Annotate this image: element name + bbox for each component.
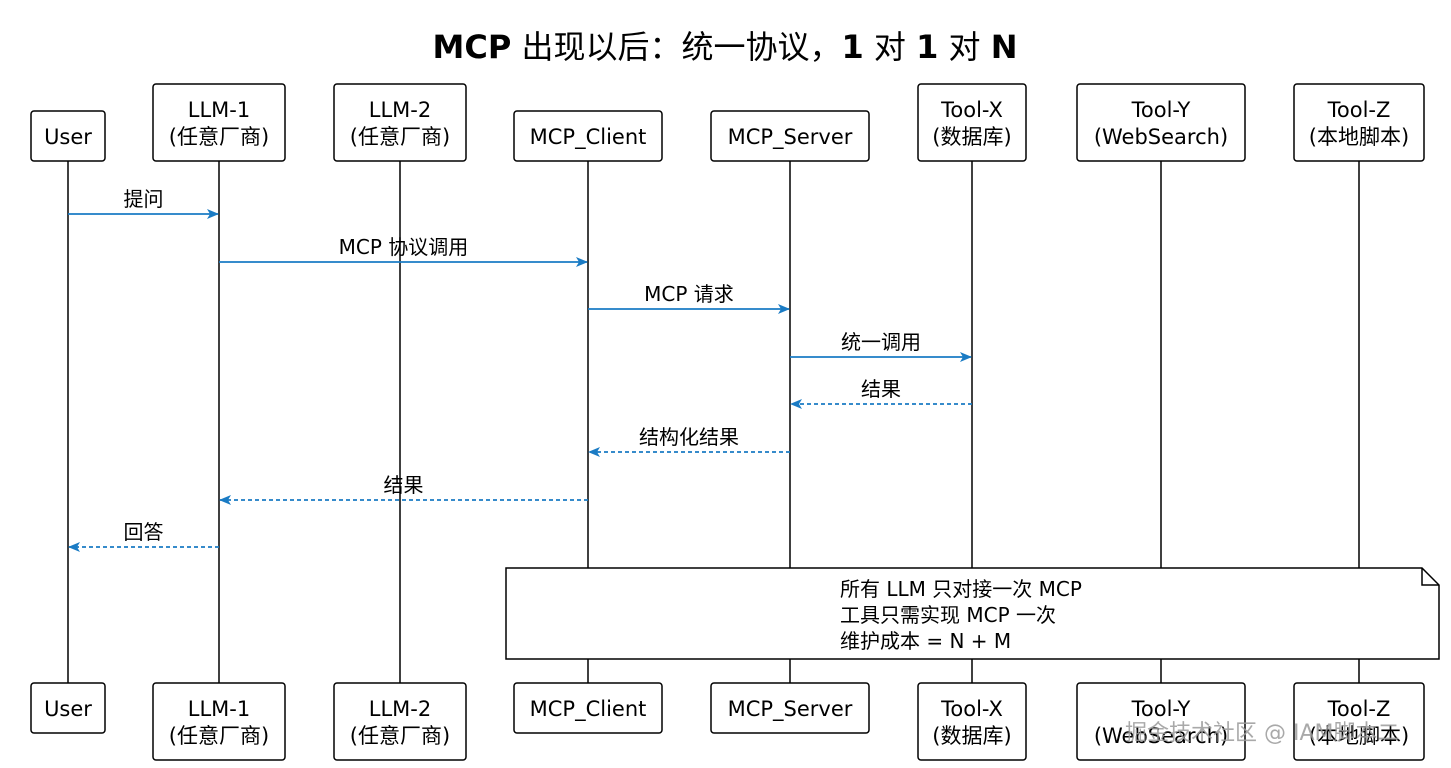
participant-tooly-bottom: Tool-Y (WebSearch) xyxy=(1076,682,1246,761)
message-4: 统一调用 xyxy=(790,330,972,362)
participant-toolz-top: Tool-Z (本地脚本) xyxy=(1293,83,1425,162)
participant-box xyxy=(30,110,106,162)
participant-label: (任意厂商) xyxy=(350,125,450,149)
note-box xyxy=(505,567,1440,660)
message-label: MCP 请求 xyxy=(644,282,734,306)
participant-label: Tool-X xyxy=(940,98,1003,122)
participant-box xyxy=(152,682,286,761)
watermark: 掘金技术社区 @ IAM脚本二 xyxy=(1125,721,1400,746)
message-label: 结果 xyxy=(384,473,424,497)
message-label: 提问 xyxy=(124,187,164,211)
participant-footer-row: User LLM-1 (任意厂商) LLM-2 (任意厂商) MCP_Client MCP_… xyxy=(30,682,1425,761)
title-segment: 1 xyxy=(841,28,863,66)
participant-label: MCP_Server xyxy=(728,697,853,722)
participant-llm2-top: LLM-2 (任意厂商) xyxy=(333,83,467,162)
note: 所有 LLM 只对接一次 MCP 工具只需实现 MCP 一次 维护成本 = N … xyxy=(505,567,1440,660)
participant-label: (数据库) xyxy=(932,125,1011,149)
participant-label: LLM-2 xyxy=(369,98,431,122)
message-label: 结果 xyxy=(861,377,901,401)
participant-label: LLM-1 xyxy=(188,697,250,721)
participant-label: (任意厂商) xyxy=(169,724,269,748)
title-segment: 1 xyxy=(916,28,938,66)
message-2: MCP 协议调用 xyxy=(219,235,588,267)
title-segment: 对 xyxy=(864,28,916,66)
message-6: 结构化结果 xyxy=(588,425,790,457)
participant-label: (WebSearch) xyxy=(1094,724,1228,748)
participant-label: Tool-Z xyxy=(1327,697,1391,721)
participant-label: LLM-2 xyxy=(369,697,431,721)
participant-client-bottom: MCP_Client xyxy=(513,682,663,734)
message-label: 统一调用 xyxy=(841,330,921,354)
participant-label: (WebSearch) xyxy=(1094,125,1228,149)
participant-label: User xyxy=(44,697,92,721)
message-7: 结果 xyxy=(219,473,588,505)
participant-label: (数据库) xyxy=(932,724,1011,748)
message-label: 结构化结果 xyxy=(639,425,739,449)
participant-user-bottom: User xyxy=(30,682,106,734)
participant-header-row: User LLM-1 (任意厂商) LLM-2 (任意厂商) MCP_Client MCP_… xyxy=(30,83,1425,162)
participant-label: Tool-Z xyxy=(1327,98,1391,122)
participant-user-top: User xyxy=(30,110,106,162)
message-3: MCP 请求 xyxy=(588,282,790,314)
participant-box xyxy=(1076,83,1246,162)
participant-box xyxy=(1293,83,1425,162)
title-segment: N xyxy=(991,28,1018,66)
participant-box xyxy=(917,83,1027,162)
participant-box xyxy=(333,682,467,761)
title-segment: 对 xyxy=(938,28,990,66)
participant-box xyxy=(513,682,663,734)
participant-box xyxy=(710,682,870,734)
participant-label: MCP_Server xyxy=(728,125,853,150)
lifelines xyxy=(67,161,1360,683)
note-fold xyxy=(1421,568,1439,586)
participant-server-top: MCP_Server xyxy=(710,110,870,162)
participant-label: MCP_Client xyxy=(530,125,647,150)
participant-label: (本地脚本) xyxy=(1309,724,1409,748)
title-segment: MCP xyxy=(433,28,512,66)
participant-label: Tool-Y xyxy=(1131,98,1191,122)
participant-box xyxy=(710,110,870,162)
participant-label: MCP_Client xyxy=(530,697,647,722)
message-5: 结果 xyxy=(790,377,972,409)
participant-label: Tool-X xyxy=(940,697,1003,721)
note-line-1: 所有 LLM 只对接一次 MCP xyxy=(840,577,1082,601)
participant-llm1-bottom: LLM-1 (任意厂商) xyxy=(152,682,286,761)
note-line-2: 工具只需实现 MCP 一次 xyxy=(840,603,1056,627)
participant-box xyxy=(1076,682,1246,761)
participant-label: (任意厂商) xyxy=(350,724,450,748)
participant-toolx-bottom: Tool-X (数据库) xyxy=(917,682,1027,761)
participant-label: Tool-Y xyxy=(1131,697,1191,721)
participant-label: LLM-1 xyxy=(188,98,250,122)
participant-toolz-bottom: Tool-Z (本地脚本) xyxy=(1293,682,1425,761)
participant-box xyxy=(30,682,106,734)
participant-label: (本地脚本) xyxy=(1309,125,1409,149)
message-label: 回答 xyxy=(124,520,164,544)
participant-label: User xyxy=(44,125,92,149)
participant-box xyxy=(333,83,467,162)
participant-box xyxy=(917,682,1027,761)
participant-box xyxy=(1293,682,1425,761)
note-line-3: 维护成本 = N + M xyxy=(840,629,1011,653)
participant-box xyxy=(152,83,286,162)
diagram-title: MCP 出现以后：统一协议，1 对 1 对 N xyxy=(433,28,1018,66)
participant-llm2-bottom: LLM-2 (任意厂商) xyxy=(333,682,467,761)
message-1: 提问 xyxy=(68,187,219,219)
message-label: MCP 协议调用 xyxy=(339,235,469,259)
participant-tooly-top: Tool-Y (WebSearch) xyxy=(1076,83,1246,162)
participant-box xyxy=(513,110,663,162)
participant-server-bottom: MCP_Server xyxy=(710,682,870,734)
title-segment: 出现以后：统一协议， xyxy=(511,28,841,66)
participant-label: (任意厂商) xyxy=(169,125,269,149)
participant-llm1-top: LLM-1 (任意厂商) xyxy=(152,83,286,162)
message-8: 回答 xyxy=(68,520,219,552)
participant-toolx-top: Tool-X (数据库) xyxy=(917,83,1027,162)
participant-client-top: MCP_Client xyxy=(513,110,663,162)
